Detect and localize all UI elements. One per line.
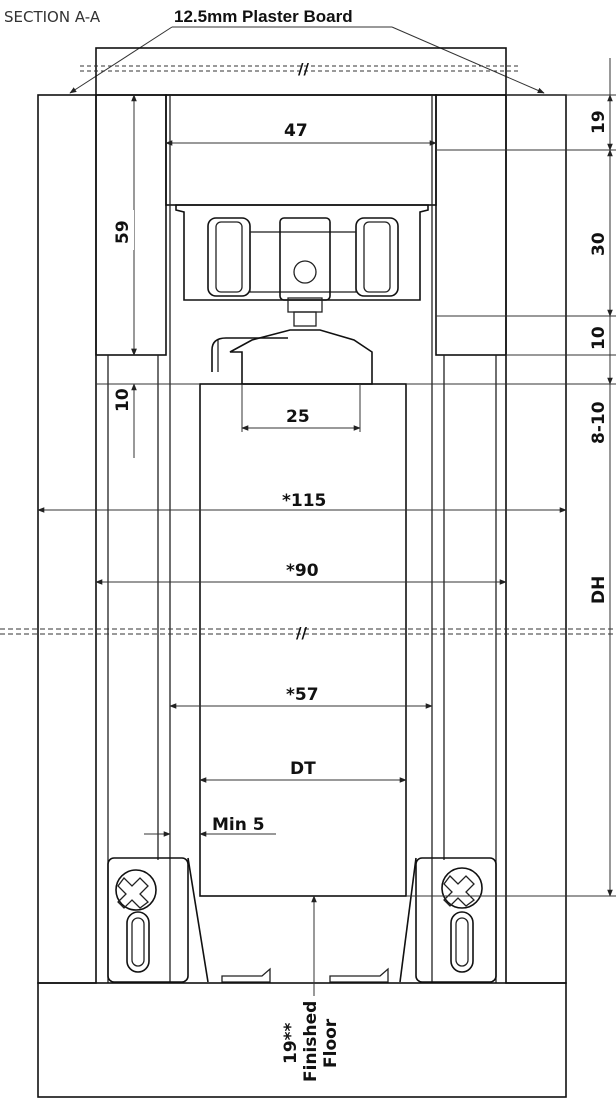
dim-30: 30 [589, 232, 609, 256]
dim-floor-finished: Finished [301, 1001, 321, 1082]
dim-47: 47 [284, 121, 308, 141]
leader-left [69, 26, 173, 94]
dim-25: 25 [286, 407, 310, 427]
right-header-side [435, 94, 507, 356]
dim-8-10: 8-10 [589, 401, 609, 444]
dim-dh: DH [589, 576, 609, 604]
dim-dt: DT [290, 759, 316, 779]
leader-right [391, 26, 545, 94]
section-title: SECTION A-A [4, 8, 101, 26]
floor-slab [37, 982, 567, 1098]
right-wall-board [505, 94, 567, 984]
track-top-block [165, 94, 437, 206]
floor-guide-left [107, 857, 209, 983]
dim-10-left: 10 [113, 388, 133, 412]
plaster-board-label: 12.5mm Plaster Board [174, 7, 353, 26]
door-panel [199, 383, 407, 897]
dim-min-5: Min 5 [212, 815, 265, 835]
left-header-side [95, 94, 167, 356]
dim-59: 59 [113, 220, 133, 244]
floor-guide-right [399, 857, 497, 983]
dim-115: *115 [282, 491, 326, 511]
dim-90: *90 [286, 561, 319, 581]
track-channel [175, 204, 429, 301]
roller-carriage [207, 217, 399, 327]
dim-floor-19: 19** [281, 1022, 301, 1064]
dim-19-top: 19 [589, 110, 609, 134]
hanger-bracket [211, 329, 373, 385]
left-wall-board [37, 94, 97, 984]
dim-floor-floor: Floor [321, 1018, 341, 1068]
dim-57: *57 [286, 685, 319, 705]
dim-10-right: 10 [589, 326, 609, 350]
break-mark-middle: // [296, 624, 307, 642]
break-mark-top: // [298, 60, 309, 78]
